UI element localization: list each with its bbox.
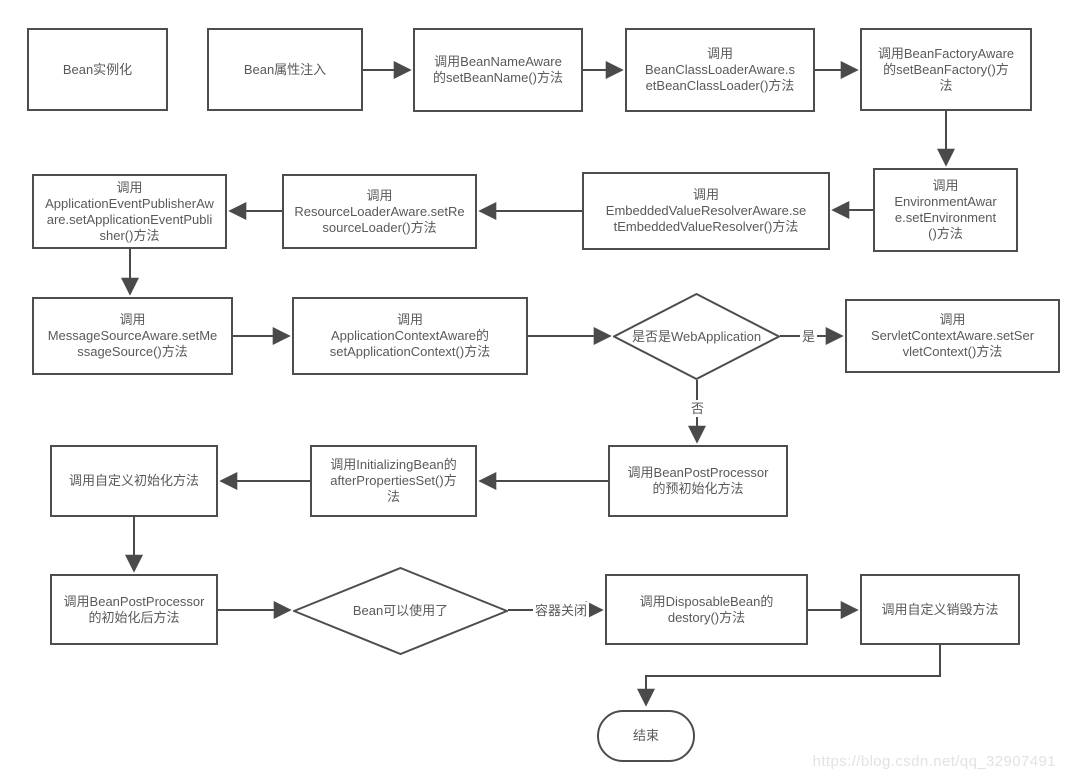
- node-bean-post-processor-pre-init: 调用BeanPostProcessor 的预初始化方法: [608, 445, 788, 517]
- node-initializing-bean: 调用InitializingBean的 afterPropertiesSet()…: [310, 445, 477, 517]
- node-label: 调用 BeanClassLoaderAware.s etBeanClassLoa…: [644, 46, 796, 93]
- node-label: 调用自定义销毁方法: [881, 601, 999, 617]
- node-bean-post-processor-post-init: 调用BeanPostProcessor 的初始化后方法: [50, 574, 218, 645]
- decision-bean-ready: Bean可以使用了: [293, 567, 508, 655]
- edge-label-no: 否: [689, 400, 707, 417]
- node-servlet-context-aware: 调用 ServletContextAware.setSer vletContex…: [845, 299, 1060, 373]
- node-application-event-publisher-aware: 调用 ApplicationEventPublisherAw are.setAp…: [32, 174, 227, 249]
- node-message-source-aware: 调用 MessageSourceAware.setMe ssageSource(…: [32, 297, 233, 375]
- diamond-shape: [293, 567, 508, 655]
- node-bean-class-loader-aware: 调用 BeanClassLoaderAware.s etBeanClassLoa…: [625, 28, 815, 112]
- node-environment-aware: 调用 EnvironmentAwar e.setEnvironment ()方法: [873, 168, 1018, 252]
- node-label: Bean实例化: [62, 61, 133, 77]
- node-label: 调用 EnvironmentAwar e.setEnvironment ()方法: [894, 178, 997, 241]
- node-disposable-bean: 调用DisposableBean的 destory()方法: [605, 574, 808, 645]
- node-label: 调用 ServletContextAware.setSer vletContex…: [870, 312, 1035, 359]
- watermark-text: https://blog.csdn.net/qq_32907491: [812, 753, 1056, 770]
- node-label: 调用InitializingBean的 afterPropertiesSet()…: [330, 457, 457, 504]
- node-embedded-value-resolver-aware: 调用 EmbeddedValueResolverAware.se tEmbedd…: [582, 172, 830, 250]
- node-label: Bean属性注入: [243, 61, 327, 77]
- node-label: 调用自定义初始化方法: [68, 473, 199, 488]
- node-label: 调用BeanNameAware 的setBeanName()方法: [432, 54, 564, 85]
- node-label: 调用 ResourceLoaderAware.setRe sourceLoade…: [294, 187, 465, 235]
- node-label: 调用DisposableBean的 destory()方法: [639, 593, 774, 625]
- node-label: 调用BeanPostProcessor 的预初始化方法: [627, 465, 769, 496]
- node-label: 调用 ApplicationEventPublisherAw are.setAp…: [45, 179, 214, 243]
- node-label: 结束: [632, 728, 659, 743]
- node-custom-destroy: 调用自定义销毁方法: [860, 574, 1020, 645]
- node-bean-name-aware: 调用BeanNameAware 的setBeanName()方法: [413, 28, 583, 112]
- node-label: 调用BeanPostProcessor 的初始化后方法: [63, 593, 205, 625]
- decision-is-web-application: 是否是WebApplication: [613, 293, 780, 380]
- node-resource-loader-aware: 调用 ResourceLoaderAware.setRe sourceLoade…: [282, 174, 477, 249]
- diamond-shape: [613, 293, 780, 380]
- node-label: 调用 EmbeddedValueResolverAware.se tEmbedd…: [605, 187, 807, 234]
- node-label: 调用BeanFactoryAware 的setBeanFactory()方 法: [877, 45, 1015, 93]
- node-bean-property-injection: Bean属性注入: [207, 28, 363, 111]
- node-bean-instantiation: Bean实例化: [27, 28, 168, 111]
- edge-label-container-closed: 容器关闭: [533, 602, 590, 619]
- edge-label-yes: 是: [800, 328, 818, 345]
- node-bean-factory-aware: 调用BeanFactoryAware 的setBeanFactory()方 法: [860, 28, 1032, 111]
- node-label: 调用 ApplicationContextAware的 setApplicati…: [329, 312, 491, 359]
- node-label: Bean可以使用了: [352, 603, 449, 618]
- node-label: 调用 MessageSourceAware.setMe ssageSource(…: [47, 312, 218, 359]
- arrow-custom-destroy-to-end: [637, 645, 941, 707]
- node-application-context-aware: 调用 ApplicationContextAware的 setApplicati…: [292, 297, 528, 375]
- node-custom-init: 调用自定义初始化方法: [50, 445, 218, 517]
- node-label: 是否是WebApplication: [631, 328, 762, 344]
- node-end: 结束: [597, 710, 695, 762]
